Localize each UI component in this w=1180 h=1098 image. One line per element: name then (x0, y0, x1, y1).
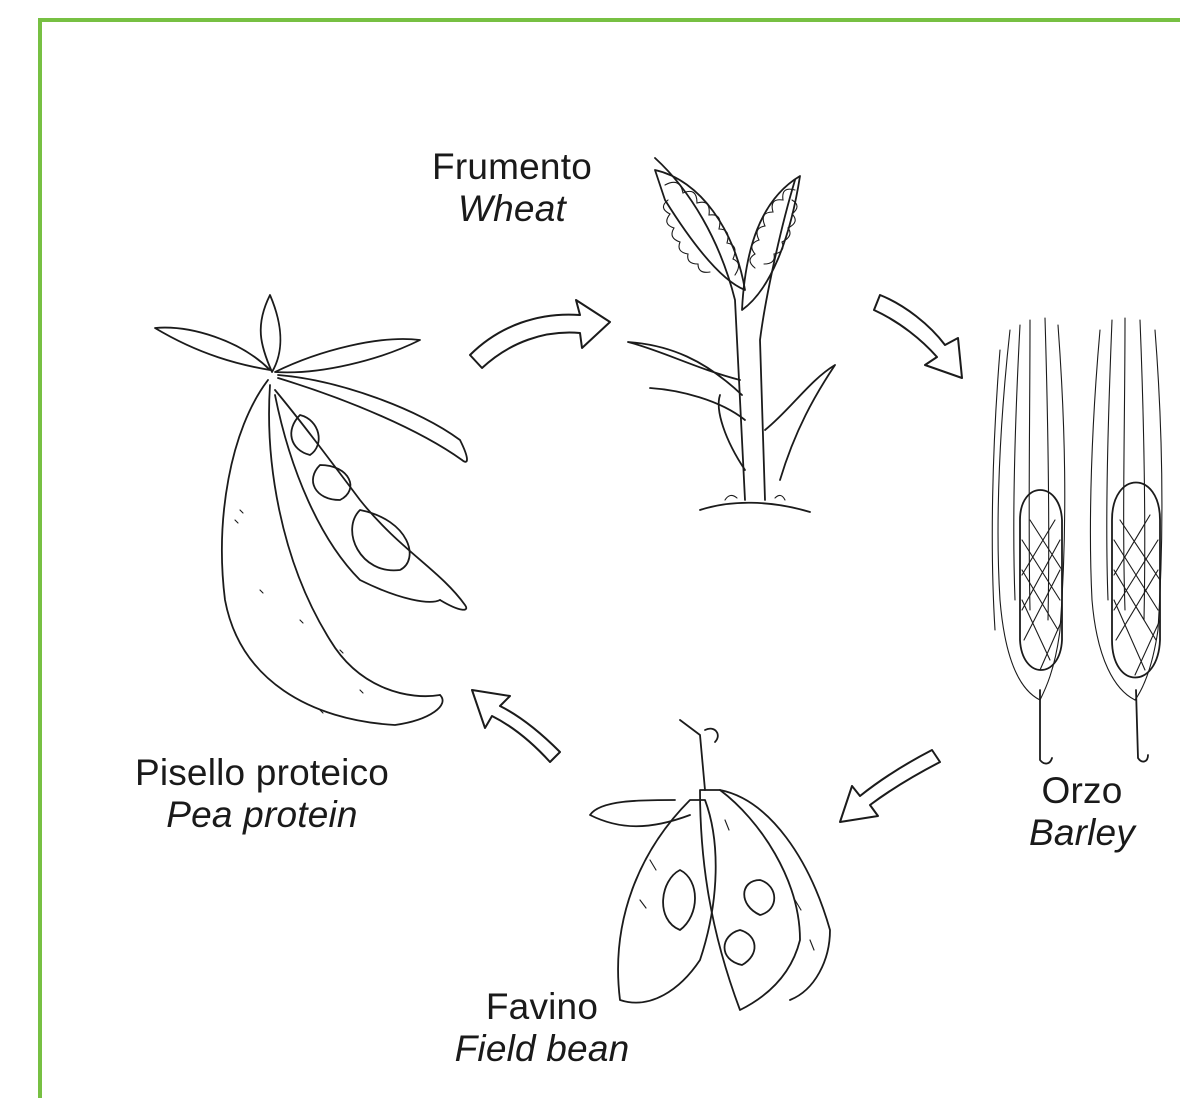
label-barley-it: Orzo (1042, 770, 1123, 811)
label-field-bean-it: Favino (486, 986, 598, 1027)
label-field-bean-en: Field bean (402, 1028, 682, 1070)
label-wheat-en: Wheat (392, 188, 632, 230)
label-barley: Orzo Barley (982, 770, 1180, 854)
label-wheat-it: Frumento (432, 146, 592, 187)
arrow-barley-to-field-bean (840, 750, 940, 822)
barley-icon (992, 318, 1162, 764)
label-pea: Pisello proteico Pea protein (102, 752, 422, 836)
field-bean-icon (590, 720, 830, 1010)
arrow-wheat-to-barley (874, 295, 962, 378)
arrow-field-bean-to-pea (472, 690, 560, 762)
label-wheat: Frumento Wheat (392, 146, 632, 230)
label-field-bean: Favino Field bean (402, 986, 682, 1070)
rotation-diagram: Frumento Wheat Orzo Barley Favino Field … (38, 18, 1180, 1098)
pea-pod-icon (155, 295, 467, 725)
label-barley-en: Barley (982, 812, 1180, 854)
arrow-pea-to-wheat (470, 300, 610, 368)
wheat-icon (628, 158, 835, 512)
label-pea-it: Pisello proteico (135, 752, 389, 793)
label-pea-en: Pea protein (102, 794, 422, 836)
